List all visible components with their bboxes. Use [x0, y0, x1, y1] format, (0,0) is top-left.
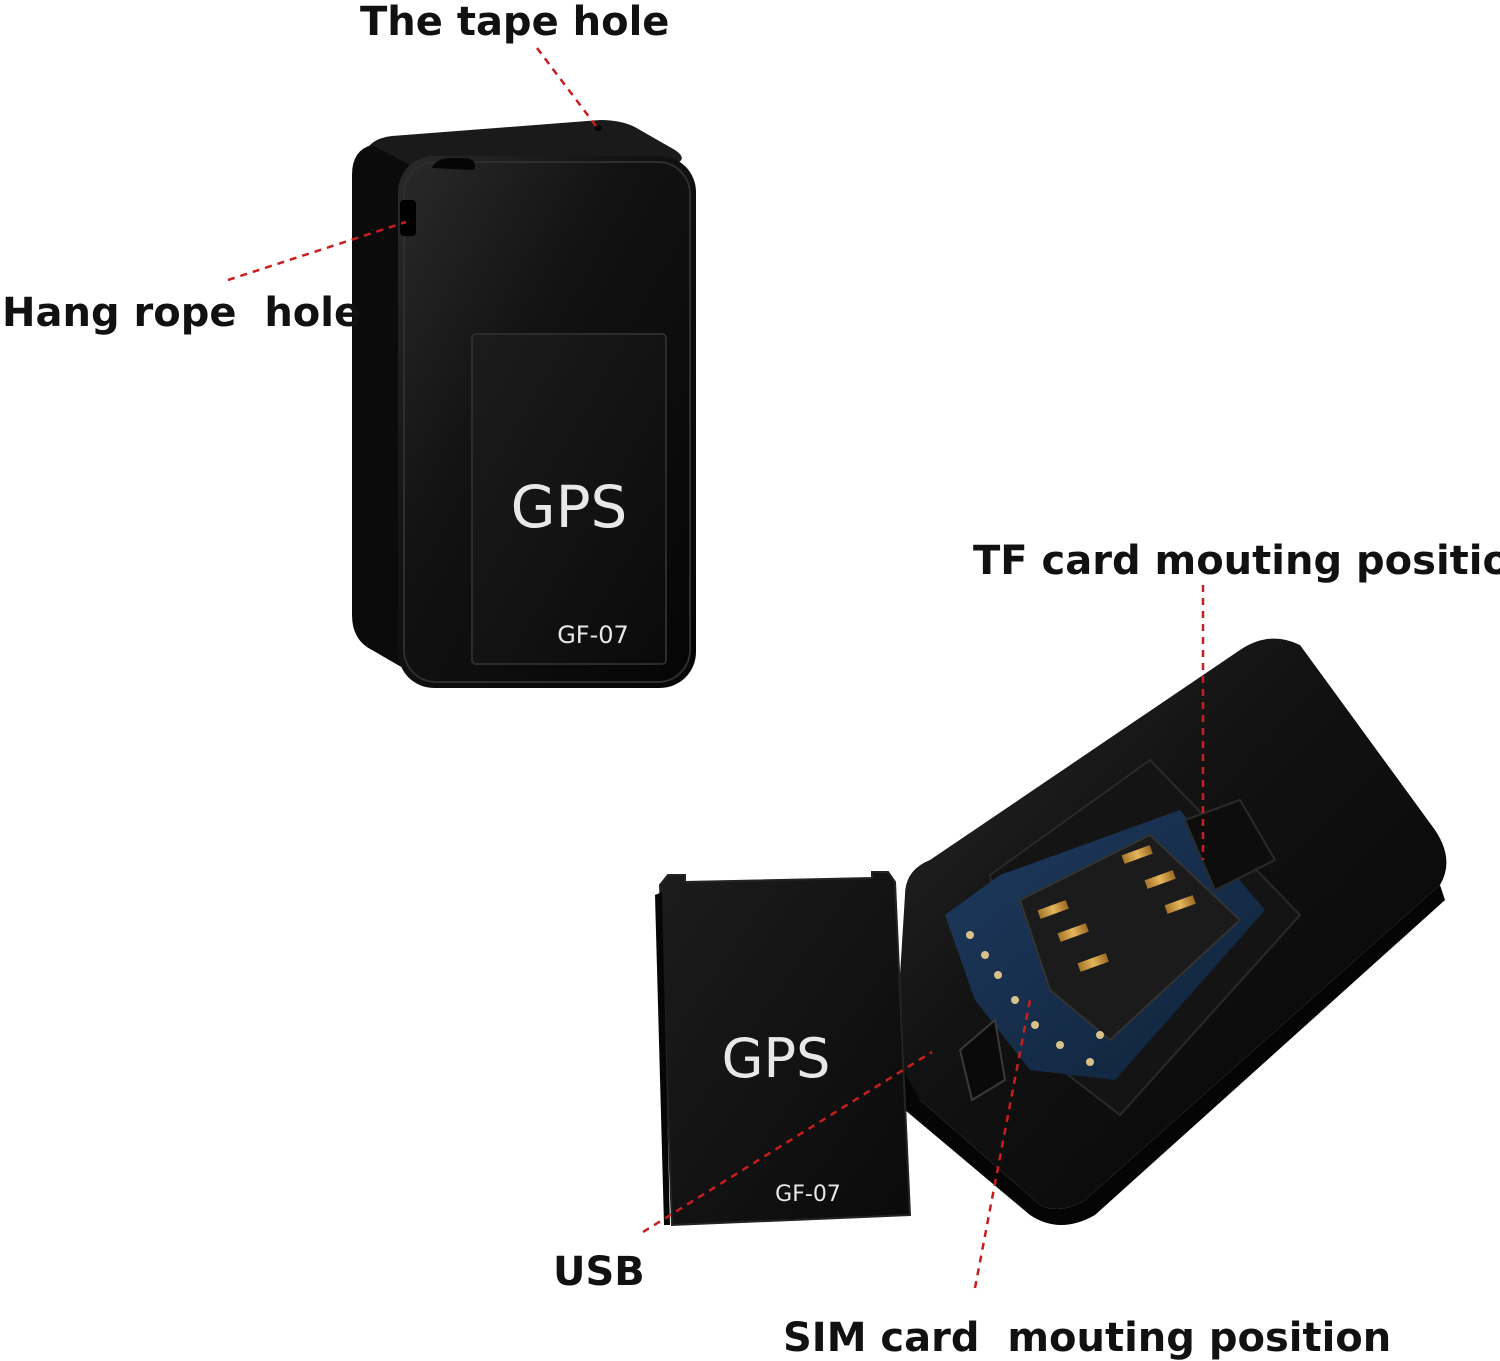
leader-lines — [227, 47, 1205, 1289]
hang-rope-leader — [227, 220, 407, 282]
sim-card-label: SIM card mouting position — [783, 1315, 1392, 1361]
usb-port — [958, 1018, 1007, 1102]
sim-card-slot — [1018, 833, 1242, 1042]
tf-card-label: TF card mouting position — [973, 538, 1500, 584]
cover-model-print: GF-07 — [775, 1182, 841, 1207]
sim-card-leader — [973, 999, 1032, 1289]
usb-label: USB — [553, 1249, 645, 1295]
hang-rope-hole-label: Hang rope hole — [2, 290, 362, 336]
hang-rope-hole — [400, 200, 416, 236]
gps-tracker-cover: GPS GF-07 — [655, 871, 912, 1227]
tf-card-slot — [1183, 798, 1277, 892]
gold-contacts — [1037, 845, 1196, 972]
device-brand-print: GPS — [511, 473, 628, 541]
tape-hole-leader — [536, 47, 597, 127]
usb-leader — [642, 1050, 933, 1234]
cover-brand-print: GPS — [722, 1027, 831, 1090]
device-model-print: GF-07 — [557, 621, 629, 649]
gps-tracker-open — [893, 638, 1447, 1225]
tape-hole — [594, 125, 602, 131]
tape-hole-label: The tape hole — [360, 0, 670, 45]
gps-tracker-closed: GPS GF-07 — [352, 120, 696, 688]
